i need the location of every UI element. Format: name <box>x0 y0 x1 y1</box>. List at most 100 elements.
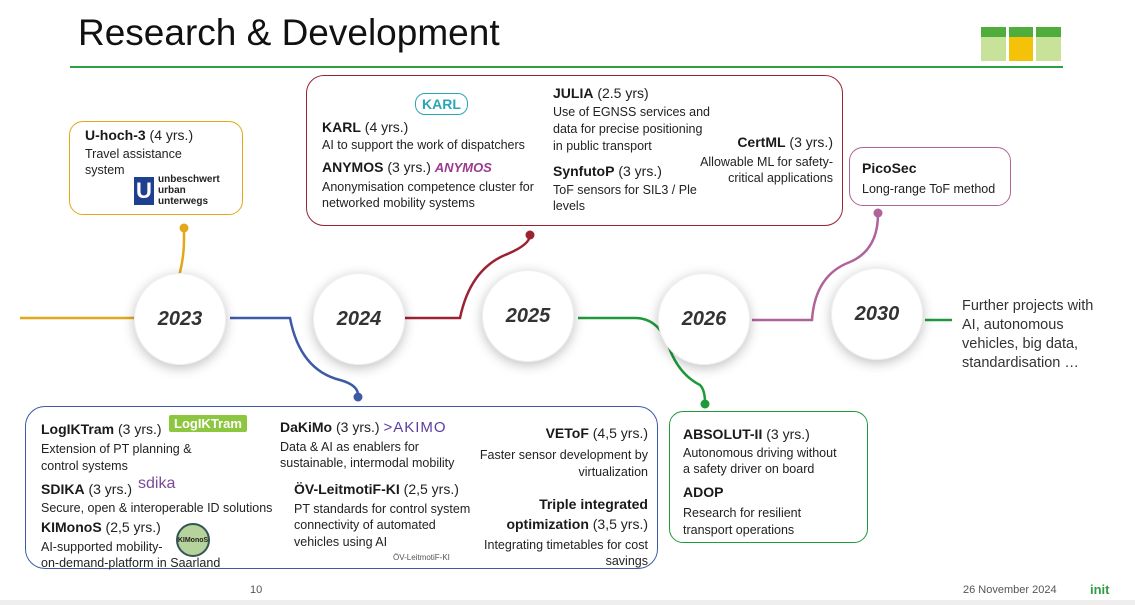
project-name: VEToF <box>545 425 589 441</box>
project-duration: (3 yrs.) <box>762 426 810 442</box>
sdika-logo: sdika <box>138 475 176 492</box>
logo-tile <box>1036 27 1062 61</box>
project-duration: (3 yrs.) <box>614 163 662 179</box>
project-desc: Use of EGNSS services and <box>553 105 711 119</box>
project-desc: networked mobility systems <box>322 196 475 210</box>
project-box-2030: PicoSec Long-range ToF method <box>849 147 1011 206</box>
connector-2024 <box>230 316 360 396</box>
u-logo-mark: U <box>134 176 154 205</box>
slide-date: 26 November 2024 <box>963 584 1057 596</box>
project-dakimo: DaKiMo (3 yrs.) >AKIMO <box>280 419 447 436</box>
project-box-2023: U-hoch-3 (4 yrs.) Travel assistance syst… <box>69 121 243 215</box>
u-logo-line: urban <box>158 185 186 196</box>
project-box-2024: LogIKTram (3 yrs.) LogIKTram Extension o… <box>25 406 658 570</box>
project-duration: (2,5 yrs.) <box>399 481 459 497</box>
project-duration: (3 yrs.) <box>332 419 380 435</box>
project-desc: Research for resilient <box>683 506 802 520</box>
project-desc: savings <box>605 554 648 568</box>
connector-2030 <box>752 213 880 322</box>
project-desc: control systems <box>41 459 128 473</box>
project-name: SynfutoP <box>553 163 615 179</box>
marker-2030 <box>873 208 883 218</box>
project-desc: data for precise positioning <box>553 122 703 136</box>
project-duration: (4 yrs.) <box>145 127 194 143</box>
project-name: CertML <box>737 134 786 150</box>
connector-2025 <box>405 234 532 320</box>
project-absolut-ii: ABSOLUT-II (3 yrs.) <box>683 426 810 443</box>
kimonos-logo: KIMonoS <box>176 523 210 557</box>
project-sdika: SDIKA (3 yrs.) <box>41 481 132 498</box>
year-circle-2024: 2024 <box>313 273 405 365</box>
project-u-hoch-3: U-hoch-3 (4 yrs.) <box>85 127 193 144</box>
project-box-2025: KARL KARL (4 yrs.) AI to support the wor… <box>306 75 843 226</box>
project-vetof: VEToF (4,5 yrs.) <box>546 425 648 442</box>
project-desc: Data & AI as enablers for <box>280 440 419 454</box>
page-number: 10 <box>250 584 263 596</box>
project-triple-name: Triple integrated <box>539 496 648 512</box>
project-desc: Faster sensor development by <box>479 448 648 462</box>
project-desc: transport operations <box>683 523 795 537</box>
project-name: ABSOLUT-II <box>683 426 763 442</box>
project-certml: CertML (3 yrs.) <box>737 134 833 151</box>
project-desc: on-demand-platform in Saarland <box>41 556 221 570</box>
project-desc: in public transport <box>553 139 652 153</box>
project-duration: (3 yrs.) <box>785 134 833 150</box>
project-desc: system <box>85 163 125 177</box>
project-desc: AI to support the work of dispatchers <box>322 138 525 152</box>
project-desc: sustainable, intermodal mobility <box>280 456 455 470</box>
karl-logo: KARL <box>415 93 468 115</box>
project-triple-integrated-optimization: optimization (3,5 yrs.) <box>506 516 648 533</box>
logo-tile <box>981 27 1006 61</box>
project-name: KARL <box>322 119 361 135</box>
project-logiktram: LogIKTram (3 yrs.) <box>41 421 162 438</box>
u-logo-text: unbeschwert urban unterwegs <box>158 174 220 207</box>
marker-2024 <box>353 392 363 402</box>
logiktram-logo: LogIKTram <box>169 415 247 432</box>
marker-2026 <box>700 399 710 409</box>
project-name: optimization <box>506 516 589 532</box>
bottom-bar <box>0 600 1135 605</box>
marker-2023 <box>179 223 189 233</box>
project-desc: vehicles using AI <box>294 535 388 549</box>
marker-2025 <box>525 230 535 240</box>
init-logo: init <box>1090 582 1110 597</box>
year-circle-2026: 2026 <box>658 273 750 365</box>
year-circle-2023: 2023 <box>134 273 226 365</box>
year-circle-2025: 2025 <box>482 270 574 362</box>
project-duration: (3 yrs.) <box>84 481 133 497</box>
project-ov-leitmotif-ki: ÖV-LeitmotiF-KI (2,5 yrs.) <box>294 481 459 498</box>
project-desc: Extension of PT planning & <box>41 442 192 456</box>
project-adop: ADOP <box>683 484 724 500</box>
project-duration: (2.5 yrs) <box>593 85 649 101</box>
project-name: ÖV-LeitmotiF-KI <box>294 481 400 497</box>
project-name: KIMonoS <box>41 519 102 535</box>
project-desc: Anonymisation competence cluster for <box>322 180 534 194</box>
u-hoch-3-logo: U unbeschwert urban unterwegs <box>134 174 220 207</box>
further-projects-text: Further projects with AI, autonomous veh… <box>962 298 1094 371</box>
u-logo-line: unterwegs <box>158 196 209 207</box>
project-name: SDIKA <box>41 481 85 497</box>
logo-tile <box>1008 27 1034 61</box>
project-kimonos: KIMonoS (2,5 yrs.) <box>41 519 161 536</box>
connector-2026 <box>578 316 707 404</box>
project-desc: Secure, open & interoperable ID solution… <box>41 501 273 515</box>
project-duration: (4,5 yrs.) <box>588 425 648 441</box>
project-name: U-hoch-3 <box>85 127 146 143</box>
project-desc: a safety driver on board <box>683 462 815 476</box>
project-name: JULIA <box>553 85 594 101</box>
project-julia: JULIA (2.5 yrs) <box>553 85 649 102</box>
year-circle-2030: 2030 <box>831 268 923 360</box>
project-desc: critical applications <box>728 171 833 185</box>
project-duration: (4 yrs.) <box>360 119 409 135</box>
u-logo-line: unbeschwert <box>158 174 220 185</box>
project-desc: Autonomous driving without <box>683 446 837 460</box>
project-duration: (2,5 yrs.) <box>101 519 161 535</box>
project-name: LogIKTram <box>41 421 115 437</box>
project-duration: (3 yrs.) <box>114 421 162 437</box>
project-picosec: PicoSec <box>862 160 917 176</box>
project-duration: (3 yrs.) <box>383 159 431 175</box>
project-desc: Integrating timetables for cost <box>484 538 648 552</box>
project-duration: (3,5 yrs.) <box>588 516 648 532</box>
title-rule <box>70 66 1063 68</box>
project-desc: Allowable ML for safety- <box>700 155 833 169</box>
